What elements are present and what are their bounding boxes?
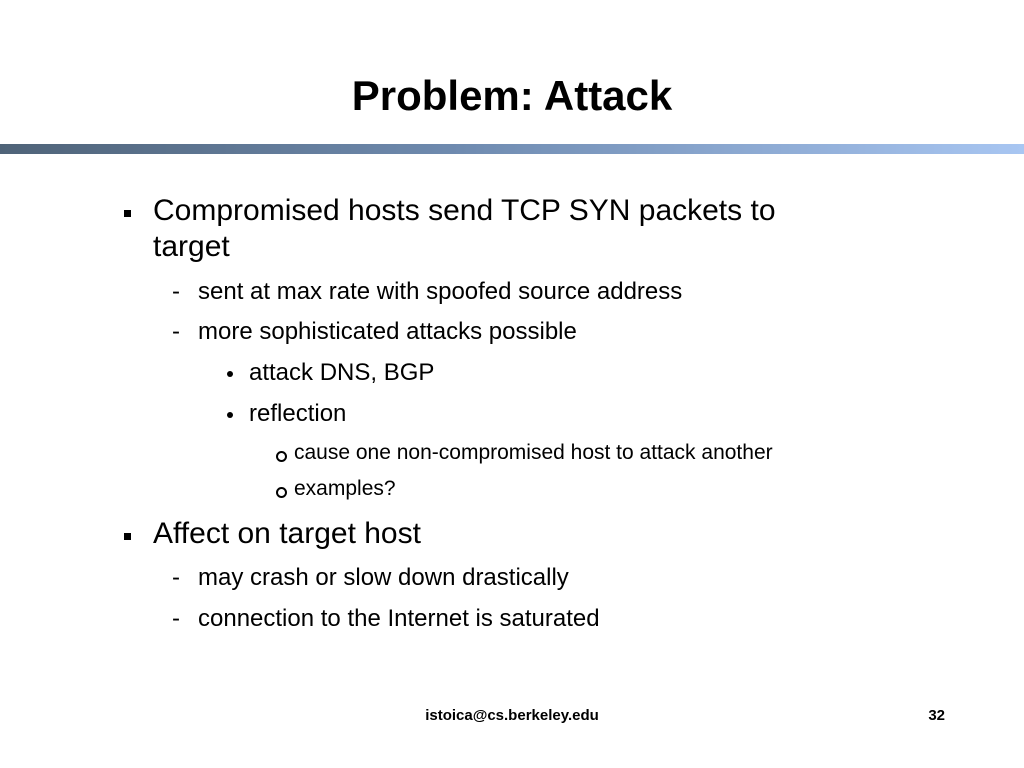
ring-bullet-icon: [276, 487, 287, 498]
dash-bullet-icon: -: [172, 278, 180, 305]
title-divider: [0, 144, 1024, 154]
bullet-affect-target: Affect on target host: [153, 517, 421, 550]
bullet-may-crash: may crash or slow down drastically: [198, 564, 569, 591]
square-bullet-icon: [124, 533, 131, 540]
bullet-connection-saturated: connection to the Internet is saturated: [198, 605, 600, 632]
square-bullet-icon: [124, 210, 131, 217]
bullet-reflection: reflection: [249, 400, 347, 427]
footer-email: istoica@cs.berkeley.edu: [425, 707, 599, 724]
dash-bullet-icon: -: [172, 564, 180, 591]
bullet-compromised-hosts-cont: target: [153, 230, 230, 263]
page-number: 32: [928, 707, 945, 724]
bullet-examples: examples?: [294, 477, 396, 500]
bullet-compromised-hosts: Compromised hosts send TCP SYN packets t…: [153, 194, 776, 227]
bullet-sent-max-rate: sent at max rate with spoofed source add…: [198, 278, 683, 305]
bullet-more-sophisticated: more sophisticated attacks possible: [198, 318, 577, 345]
dot-bullet-icon: [227, 371, 233, 377]
bullet-attack-dns-bgp: attack DNS, BGP: [249, 359, 435, 386]
dot-bullet-icon: [227, 412, 233, 418]
dash-bullet-icon: -: [172, 605, 180, 632]
ring-bullet-icon: [276, 451, 287, 462]
bullet-cause-one-host: cause one non-compromised host to attack…: [294, 441, 773, 464]
slide-title: Problem: Attack: [351, 72, 673, 119]
dash-bullet-icon: -: [172, 318, 180, 345]
